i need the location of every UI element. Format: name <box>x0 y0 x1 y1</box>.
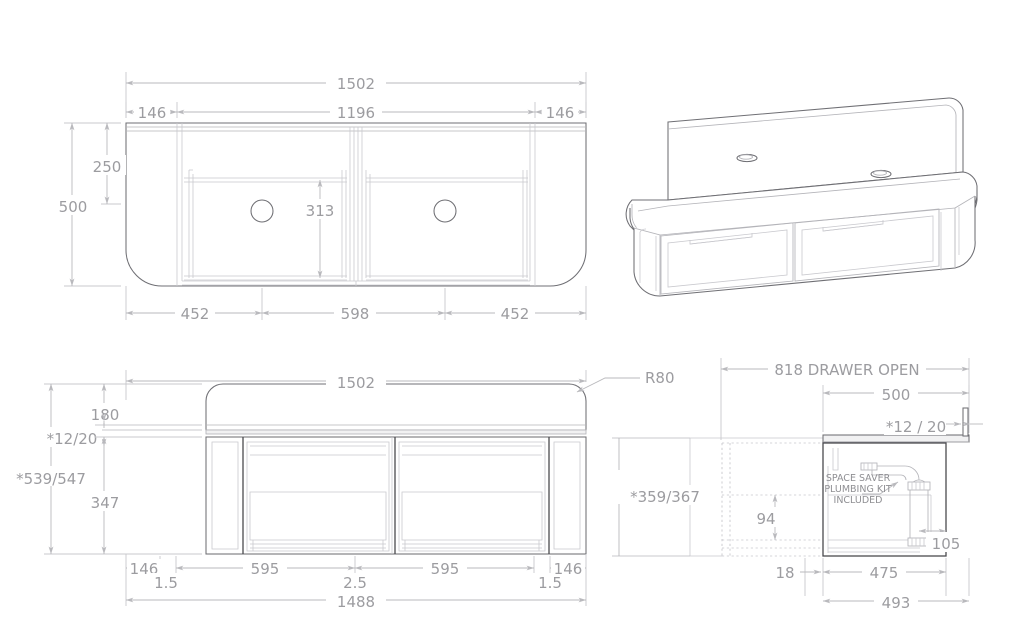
front-dim-drawer-right: 595 <box>431 560 460 578</box>
side-dim-overall-depth: 493 <box>882 594 911 612</box>
front-dim-drawer-left: 595 <box>251 560 280 578</box>
front-dim-right-end-panel: 146 <box>554 560 583 578</box>
isometric-view <box>625 97 978 297</box>
front-dim-gap-right: 1.5 <box>538 574 562 592</box>
side-dim-top-thickness: *12 / 20 <box>886 418 946 436</box>
front-dim-gap-left: 1.5 <box>154 574 178 592</box>
top-plan-view: 1502 146 1196 146 500 250 313 <box>54 72 587 323</box>
side-dim-carcass-depth: 475 <box>870 564 899 582</box>
plan-dim-left-end: 146 <box>138 104 167 122</box>
side-dim-rear-setback: 18 <box>775 564 794 582</box>
plumbing-note-line2: PLUMBING KIT <box>824 484 892 495</box>
plumbing-note-line3: INCLUDED <box>834 495 883 506</box>
plan-dim-top-band: 250 <box>93 158 122 176</box>
front-dim-top-thickness: *12/20 <box>47 430 98 448</box>
front-elevation-view: 1502 R80 *539/547 180 *12/20 347 <box>8 369 675 611</box>
plan-dim-bowl-depth: 313 <box>306 202 335 220</box>
side-dim-trap-width: 105 <box>932 535 961 553</box>
plan-dim-overall-depth: 500 <box>59 198 88 216</box>
plan-dim-right-segment: 452 <box>501 305 530 323</box>
plan-dim-centre-segment: 598 <box>341 305 370 323</box>
side-dim-bench-depth: 500 <box>882 386 911 404</box>
front-dim-carcass-height: 347 <box>91 494 120 512</box>
plumbing-note-line1: SPACE SAVER <box>826 473 891 484</box>
side-section-view: SPACE SAVER PLUMBING KIT INCLUDED 818 DR… <box>612 358 983 612</box>
front-dim-overall-height: *539/547 <box>16 470 86 488</box>
front-dim-carcass-width: 1488 <box>337 593 375 611</box>
plan-dim-overall-width: 1502 <box>337 75 375 93</box>
plan-dim-inner-width: 1196 <box>337 104 375 122</box>
front-dim-gap-centre: 2.5 <box>343 574 367 592</box>
side-dim-height-range: *359/367 <box>630 488 700 506</box>
front-dim-top-height: 180 <box>91 406 120 424</box>
side-dim-drawer-open: 818 DRAWER OPEN <box>774 361 919 379</box>
plan-dim-left-segment: 452 <box>181 305 210 323</box>
front-dim-overall-width: 1502 <box>337 374 375 392</box>
side-dim-waste-height: 94 <box>756 510 775 528</box>
front-dim-corner-radius: R80 <box>645 369 675 387</box>
plan-dim-right-end: 146 <box>546 104 575 122</box>
